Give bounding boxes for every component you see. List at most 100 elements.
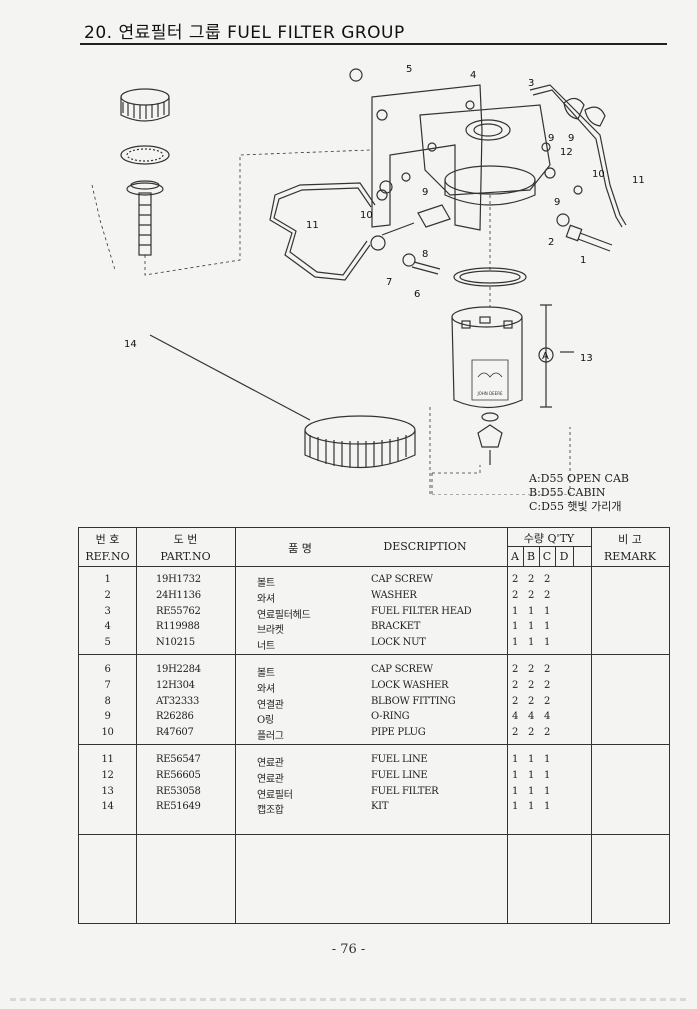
- cell-name: 연료관: [257, 758, 284, 769]
- cell-name: 볼트: [257, 578, 275, 589]
- cell-c: 2: [543, 589, 551, 601]
- cell-name: 너트: [257, 641, 275, 653]
- cell-c: 1: [543, 637, 551, 649]
- cap-assembly-top: [120, 88, 170, 256]
- callout-7: 7: [386, 277, 392, 288]
- cell-c: 1: [543, 754, 551, 765]
- cell-name: 브라켓: [257, 625, 284, 637]
- cell-part: R26286: [156, 711, 194, 723]
- cell-b: 1: [527, 754, 535, 765]
- scan-edge: [10, 998, 687, 1001]
- model-legend: A:D55 OPEN CAB B:D55 CABIN C:D55 햇빛 가리개: [529, 472, 629, 514]
- header-part-ko: 도 번: [173, 533, 198, 546]
- cell-part: 19H2284: [156, 664, 201, 675]
- cell-b: 2: [527, 695, 535, 707]
- cell-name: 연료필터: [257, 789, 293, 801]
- cell-ref: 13: [101, 785, 114, 797]
- callout-9b: 9: [568, 133, 574, 144]
- cell-b: 2: [527, 589, 535, 601]
- cell-c: 2: [543, 695, 551, 707]
- cell-desc: FUEL FILTER HEAD: [371, 605, 472, 617]
- parts-table: 번 호 REF.NO 도 번 PART.NO 품 명 DESCRIPTION 수…: [78, 527, 670, 924]
- cell-part: 19H1732: [156, 574, 201, 585]
- cell-a: 2: [511, 727, 519, 739]
- cell-part: RE55762: [156, 605, 201, 617]
- header-name-ko: 품 명: [288, 542, 312, 555]
- title-rule: [80, 43, 667, 45]
- callout-11a: 11: [632, 175, 645, 186]
- callout-11b: 11: [306, 220, 319, 231]
- cell-ref: 5: [104, 637, 111, 649]
- cell-b: 1: [527, 621, 535, 633]
- page-number: - 76 -: [331, 942, 366, 957]
- header-part-en: PART.NO: [160, 550, 211, 563]
- cell-a: 1: [511, 754, 519, 765]
- filter-brand-label: JOHN DEERE: [476, 391, 503, 396]
- callout-4: 4: [470, 70, 476, 81]
- cell-c: 1: [543, 801, 551, 813]
- header-qty-d: D: [559, 550, 569, 563]
- cell-b: 1: [527, 785, 535, 797]
- cell-desc: BLBOW FITTING: [371, 695, 456, 707]
- cell-part: R47607: [156, 727, 194, 739]
- header-ref-ko: 번 호: [95, 533, 120, 546]
- callout-6: 6: [414, 289, 420, 300]
- cell-b: 1: [527, 637, 535, 649]
- cell-c: 1: [543, 621, 551, 633]
- cell-part: RE53058: [156, 785, 201, 797]
- cell-desc: CAP SCREW: [371, 664, 433, 675]
- filter-head: [419, 104, 551, 206]
- callout-2: 2: [548, 237, 554, 248]
- cell-name: 연료필터헤드: [257, 609, 311, 621]
- cell-a: 1: [511, 801, 519, 813]
- callout-9c: 9: [554, 197, 560, 208]
- cell-ref: 2: [104, 589, 111, 601]
- cell-ref: 6: [104, 664, 111, 675]
- cell-c: 2: [543, 664, 551, 675]
- callout-10a: 10: [592, 169, 605, 180]
- dimension-a-label: A: [542, 351, 549, 362]
- kit-ring: [304, 415, 416, 468]
- legend-a: A:D55 OPEN CAB: [529, 472, 629, 485]
- fuel-line-right: [529, 84, 627, 226]
- cell-ref: 3: [104, 605, 111, 617]
- cell-part: RE56605: [156, 769, 201, 781]
- cell-ref: 4: [104, 621, 111, 633]
- cell-part: RE56547: [156, 754, 201, 765]
- cell-b: 2: [527, 679, 535, 691]
- header-qty-b: B: [526, 550, 536, 563]
- cell-ref: 1: [104, 574, 111, 585]
- callout-12: 12: [560, 147, 573, 158]
- fuel-filter: JOHN DEERE: [451, 306, 523, 409]
- cell-a: 2: [511, 695, 519, 707]
- cell-c: 4: [543, 711, 551, 723]
- cell-name: O링: [257, 715, 274, 727]
- bracket: [371, 84, 483, 231]
- cell-ref: 9: [104, 711, 111, 723]
- cell-name: 와셔: [257, 593, 275, 605]
- cell-ref: 10: [101, 727, 114, 739]
- cell-part: AT32333: [156, 695, 200, 707]
- cell-a: 1: [511, 785, 519, 797]
- cell-desc: PIPE PLUG: [371, 727, 426, 739]
- cell-desc: KIT: [371, 801, 389, 813]
- cell-desc: WASHER: [371, 589, 417, 601]
- cell-desc: FUEL FILTER: [371, 785, 439, 797]
- cell-name: 와셔: [257, 683, 275, 695]
- header-qty: 수량 Q'TY: [523, 532, 575, 545]
- cell-name: 연료관: [257, 773, 284, 785]
- cell-a: 2: [511, 574, 519, 585]
- cell-a: 2: [511, 664, 519, 675]
- cell-b: 2: [527, 664, 535, 675]
- cell-desc: FUEL LINE: [371, 769, 428, 781]
- cell-ref: 11: [101, 754, 114, 765]
- cell-b: 1: [527, 769, 535, 781]
- cell-b: 1: [527, 605, 535, 617]
- cell-desc: FUEL LINE: [371, 754, 428, 765]
- cell-c: 2: [543, 679, 551, 691]
- cell-a: 1: [511, 769, 519, 781]
- cell-ref: 7: [104, 679, 111, 691]
- cell-a: 2: [511, 589, 519, 601]
- cell-part: 24H1136: [156, 589, 201, 601]
- cell-a: 1: [511, 621, 519, 633]
